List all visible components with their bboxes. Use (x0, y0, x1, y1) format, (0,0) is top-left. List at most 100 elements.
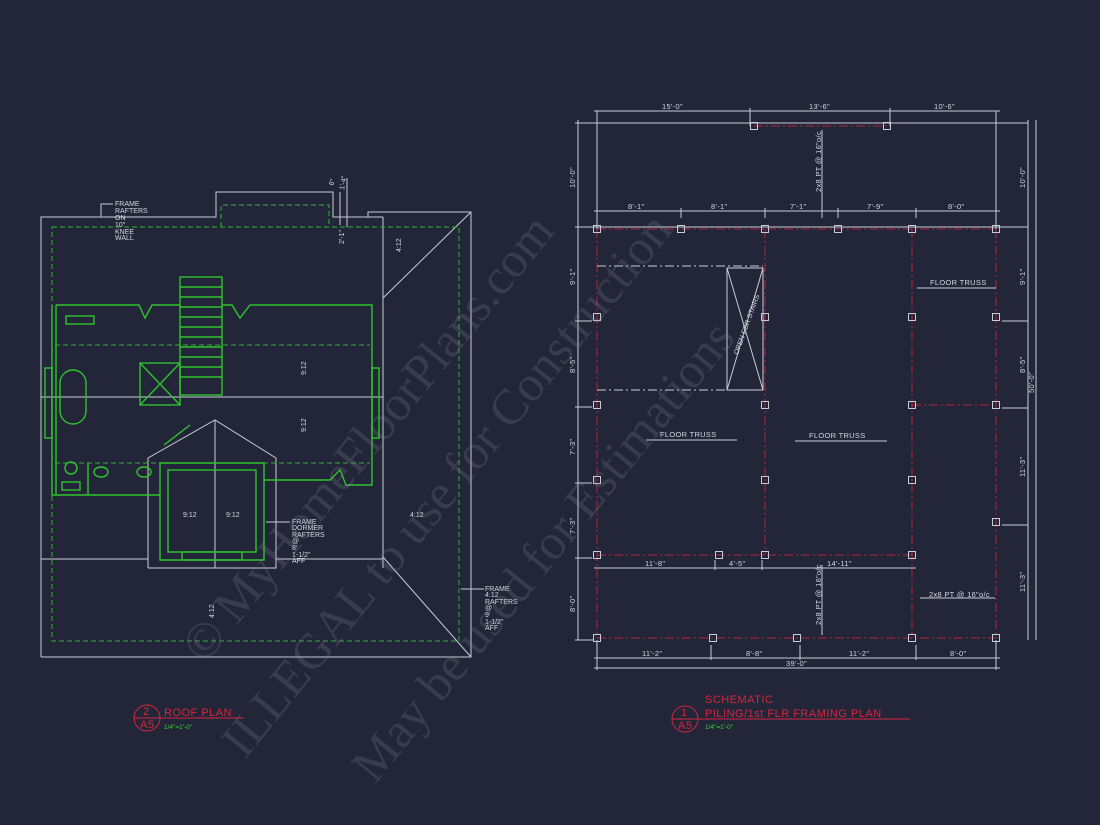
note-text: AFF (485, 625, 498, 632)
note-text: WALL (115, 235, 134, 242)
dimension-label: 11'-3" (1018, 457, 1027, 477)
note-text: FRAME (292, 519, 317, 526)
pitch-label: 9:12 (301, 361, 308, 375)
dimension-label: 8'-0" (568, 596, 577, 612)
piling-post (992, 225, 1000, 233)
piling-post (761, 313, 769, 321)
piling-post (908, 634, 916, 642)
note-text: DORMER (292, 525, 323, 532)
upper-floor-walls (44, 276, 380, 561)
framing-plan: 15'-0" 13'-6" 10'-6" 8'-1" 8'-1" 7'-1" 7… (568, 102, 1037, 733)
pitch-label: 4:12 (410, 512, 424, 519)
drawing-title: SCHEMATIC (705, 694, 773, 706)
joist-label: 2x8 PT @ 16"o/c (814, 564, 823, 625)
overall-width-label: 39'-0" (786, 659, 807, 668)
piling-post (761, 401, 769, 409)
piling-post (761, 551, 769, 559)
piling-post (908, 401, 916, 409)
pitch-label: 4:12 (209, 604, 216, 618)
detail-number: 1 (681, 707, 688, 719)
piling-post (593, 476, 601, 484)
sheet-number: A5 (678, 720, 692, 732)
piling-post (593, 313, 601, 321)
dimension-label: 9'-1" (568, 269, 577, 285)
dimension-label: 7'-3" (568, 439, 577, 455)
dimension-label: 8'-5" (568, 357, 577, 373)
piling-post (593, 551, 601, 559)
dimension-lines (575, 108, 1037, 670)
piling-post (992, 313, 1000, 321)
joist-label: 2x8 PT @ 16"o/c (814, 131, 823, 192)
roof-outline (40, 178, 472, 658)
note-text: KNEE (115, 229, 134, 236)
note-text: @ (485, 605, 492, 612)
dimension-label: 10'-0" (1018, 167, 1027, 188)
framing-plan-title-block: 1 A5 SCHEMATIC PILING/1st FLR FRAMING PL… (671, 694, 910, 733)
dimension-label: 8'-1" (628, 202, 644, 211)
dimension-label: 7'-9" (867, 202, 883, 211)
piling-post (709, 634, 717, 642)
dimension-label: 7'-3" (568, 518, 577, 534)
dimension-label: 14'-11" (827, 559, 852, 568)
piling-post (883, 122, 891, 130)
dimension-label: 4'-5" (729, 559, 745, 568)
note-text: RAFTERS (115, 208, 148, 215)
note-text: ON (115, 215, 126, 222)
floor-truss-label: FLOOR TRUSS (809, 431, 866, 440)
piling-post (908, 551, 916, 559)
piling-post (793, 634, 801, 642)
note-text: 9' (485, 612, 490, 619)
detail-number: 2 (143, 706, 150, 718)
piling-post (908, 476, 916, 484)
dimension-label: 7'-1" (790, 202, 806, 211)
pitch-label: 9:12 (226, 512, 240, 519)
note-text: 1-1/2" (485, 619, 504, 626)
piling-post (593, 401, 601, 409)
floor-truss-label: FLOOR TRUSS (930, 278, 987, 287)
dimension-label: 8'-8" (746, 649, 762, 658)
piling-post (677, 225, 685, 233)
dimension-label: 8'-5" (1018, 357, 1027, 373)
dimension-label: 10'-6" (934, 102, 955, 111)
piling-posts (593, 122, 1000, 642)
piling-post (992, 518, 1000, 526)
dimension-label: 9'-1" (1018, 269, 1027, 285)
note-text: 10" (115, 222, 126, 229)
piling-post (761, 476, 769, 484)
piling-post (761, 225, 769, 233)
dimension-label: 8'-1" (711, 202, 727, 211)
note-text: 8' (292, 545, 297, 552)
pitch-label: 9:12 (301, 418, 308, 432)
drawing-title: ROOF PLAN (164, 707, 232, 719)
dimension-label: 11'-3" (1018, 572, 1027, 592)
piling-post (908, 225, 916, 233)
note-text: AFF (292, 558, 305, 565)
piling-post (593, 634, 601, 642)
framing-dimension-labels: 15'-0" 13'-6" 10'-6" 8'-1" 8'-1" 7'-1" 7… (568, 102, 1036, 668)
note-text: RAFTERS (485, 599, 518, 606)
dimension-label: 8'-0" (948, 202, 964, 211)
piling-post (992, 401, 1000, 409)
note-text: 4:12 (485, 592, 499, 599)
pitch-label: 9:12 (183, 512, 197, 519)
overall-height-label: 50'-0" (1027, 372, 1036, 393)
dimension-label: 15'-0" (662, 102, 683, 111)
dimension-label: 11'-2" (849, 649, 869, 658)
piling-post (593, 225, 601, 233)
note-text: @ (292, 538, 299, 545)
drawing-scale: 1/4"=1'-0" (705, 724, 734, 731)
dimension-label: 8'-0" (950, 649, 966, 658)
piling-post (908, 313, 916, 321)
dimension-label: 1'-4" (339, 175, 348, 190)
dimension-label: 11'-2" (642, 649, 662, 658)
note-text: FRAME (115, 201, 140, 208)
floor-truss-label: FLOOR TRUSS (660, 430, 717, 439)
dimension-label: 10'-0" (568, 167, 577, 188)
joist-label: 2x8 PT @ 16"o/c (929, 590, 990, 599)
